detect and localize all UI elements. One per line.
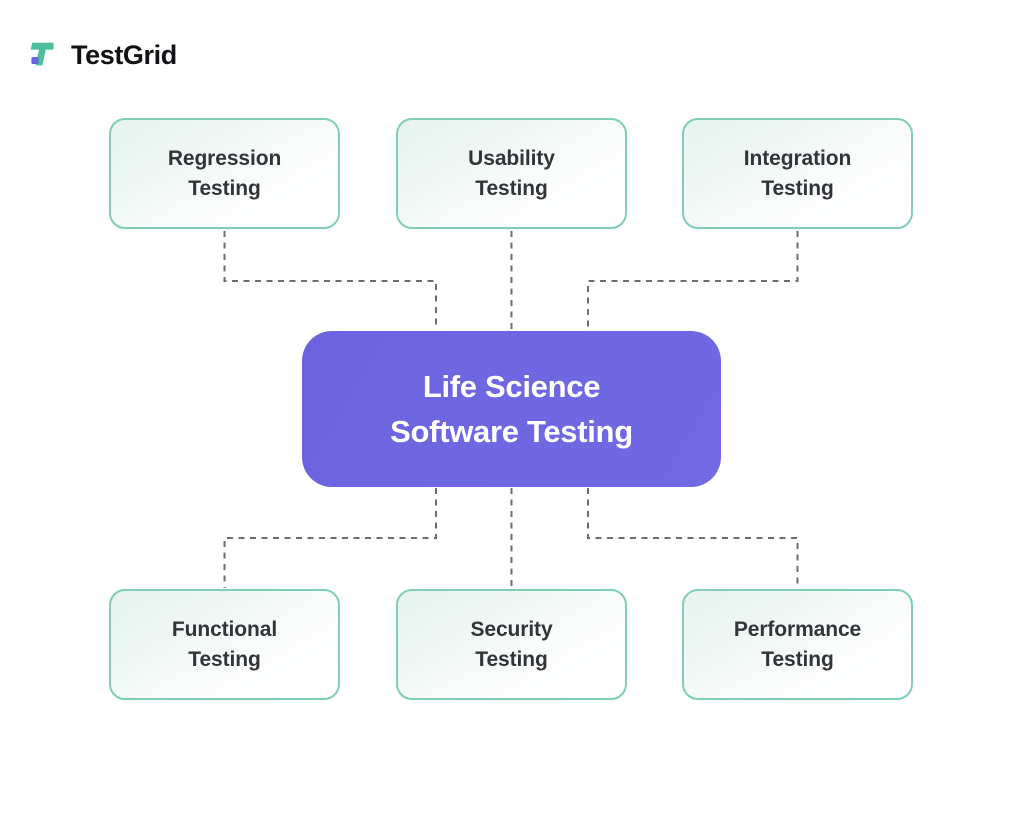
connector-integration	[587, 231, 799, 330]
connector-functional	[223, 488, 437, 588]
node-label: Usability Testing	[468, 147, 555, 200]
node-label: Functional Testing	[171, 618, 278, 671]
node-functional-testing[interactable]: Functional Testing	[109, 589, 340, 700]
hub-life-science-software-testing[interactable]: Life Science Software Testing	[302, 331, 721, 487]
node-label: Regression Testing	[167, 147, 282, 200]
node-label: Performance Testing	[733, 618, 862, 671]
node-label: Security Testing	[470, 618, 553, 671]
node-label: Integration Testing	[743, 147, 852, 200]
connector-regression	[223, 231, 437, 330]
node-security-testing[interactable]: Security Testing	[396, 589, 627, 700]
testgrid-t-logo-icon	[30, 42, 54, 66]
hub-label: Life Science Software Testing	[390, 368, 633, 449]
brand-name: TestGrid	[71, 39, 177, 70]
node-integration-testing[interactable]: Integration Testing	[682, 118, 913, 229]
connector-performance	[587, 488, 799, 588]
node-usability-testing[interactable]: Usability Testing	[396, 118, 627, 229]
brand-logo: TestGrid	[26, 38, 177, 72]
node-regression-testing[interactable]: Regression Testing	[109, 118, 340, 229]
node-performance-testing[interactable]: Performance Testing	[682, 589, 913, 700]
